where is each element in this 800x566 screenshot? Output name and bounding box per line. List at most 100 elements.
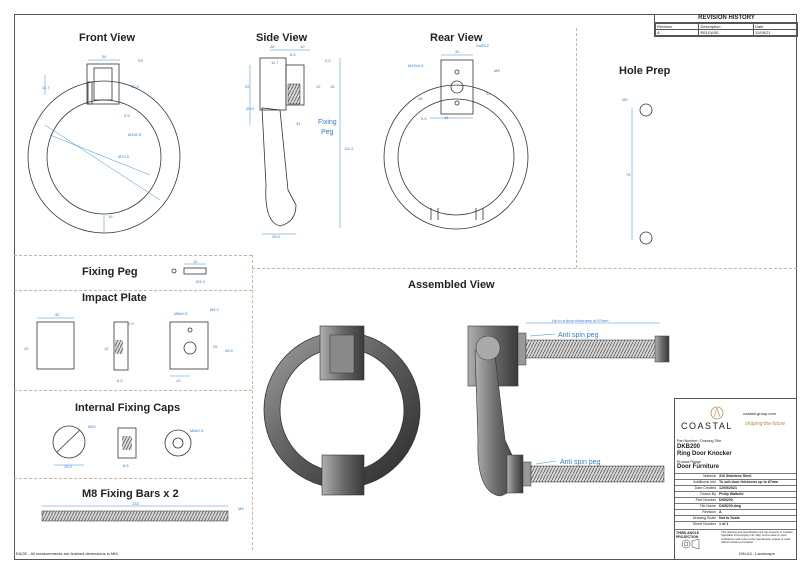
- side-dim-28: 28: [270, 44, 275, 49]
- front-dim-outer: Ø102.5: [128, 132, 142, 137]
- side-dim-05: 0.5: [325, 58, 331, 63]
- internal-caps-drawing: [52, 425, 192, 466]
- part-label: Part Number / Drawing Title: [677, 439, 722, 443]
- plate-dim-25: 25: [24, 346, 29, 351]
- hole-dim-spacing: 76: [626, 172, 631, 177]
- front-dim-05: 0.5: [124, 113, 130, 118]
- front-dim-43: 43.5: [131, 84, 140, 89]
- assembled-side: [467, 322, 670, 497]
- plate-dim-10: 10: [176, 378, 181, 383]
- tb-projection-block: THIRD ANGLE PROJECTION This drawing and …: [675, 529, 796, 560]
- disclaimer-text: This drawing and specification are the p…: [721, 530, 793, 545]
- rear-dim-28: 28: [418, 96, 423, 101]
- revision-row-desc: RELEASE: [698, 29, 754, 36]
- divider-holeprep: [576, 28, 577, 268]
- side-view-title: Side View: [256, 32, 308, 44]
- revision-row-rev: A: [654, 29, 700, 36]
- revision-table: Revision Description Date A RELEASE 12/0…: [654, 23, 799, 36]
- side-dim-34: 34: [296, 121, 301, 126]
- coastal-logo-icon: [710, 406, 724, 420]
- divider-caps: [14, 478, 252, 479]
- assembled-view-title: Assembled View: [408, 279, 495, 291]
- part-name: Ring Door Knocker: [677, 451, 732, 457]
- side-dim-117: 11.7: [271, 60, 279, 65]
- hole-dim-dia: Ø9: [622, 97, 628, 102]
- part-number: DKB200: [677, 444, 701, 450]
- side-dim-16: 16: [330, 84, 335, 89]
- impact-plate-drawing: [36, 317, 209, 377]
- peg-dim-dia: Ø3.5: [196, 279, 205, 284]
- rear-dim-22: 22: [486, 91, 491, 96]
- fixing-bars-title: M8 Fixing Bars x 2: [82, 488, 179, 500]
- rear-dim-55: 5.5: [421, 116, 427, 121]
- fixing-peg-callout-2: Peg: [321, 129, 334, 136]
- plate-dim-32dia: Ø3.2: [210, 307, 219, 312]
- plate-dim-65: 6.5: [117, 378, 123, 383]
- rear-view-drawing: [383, 54, 529, 230]
- revision-title: REVISION HISTORY: [655, 14, 798, 23]
- rear-dim-holes: 2xØ3.2: [476, 43, 490, 48]
- peg-dim-length: 12: [193, 259, 198, 264]
- brand-tagline: shaping the future: [745, 421, 786, 427]
- plate-dim-m8: M8x0.5: [174, 311, 188, 316]
- bar-dim-length: 133: [132, 501, 139, 506]
- divider-right-top: [252, 268, 797, 269]
- divider-plate: [14, 390, 252, 391]
- front-dim-inner: Ø73.5: [118, 154, 130, 159]
- cap-dim-m8: M8x0.5: [190, 428, 204, 433]
- fixing-bars-drawing: [41, 505, 229, 522]
- side-dim-254: 25.4: [272, 234, 281, 239]
- cap-dim-85: 8.5: [123, 463, 129, 468]
- internal-caps-title: Internal Fixing Caps: [75, 402, 181, 414]
- rear-dim-32: 32: [455, 49, 460, 54]
- side-dim-10: 10: [300, 44, 305, 49]
- brand-name: COASTAL: [681, 421, 733, 431]
- side-view-drawing: [249, 49, 341, 235]
- drawing-frame: [14, 14, 797, 560]
- assembled-door-thickness: Up to a door thickness of 87mm: [552, 318, 609, 323]
- product-range-label: Product Range: [677, 460, 701, 464]
- plate-dim-25b: 25: [213, 344, 218, 349]
- title-block: COASTAL coastal-group.com shaping the fu…: [674, 398, 797, 560]
- rear-dim-m10: M10x0.5: [408, 63, 424, 68]
- product-range: Door Furniture: [677, 464, 719, 470]
- projection-symbol-icon: [681, 538, 700, 550]
- front-dim-width: 34: [102, 54, 107, 59]
- front-view-title: Front View: [79, 32, 136, 44]
- bar-dim-thread: M8: [238, 506, 244, 511]
- hole-prep-title: Hole Prep: [619, 65, 671, 77]
- footer-note: E&OE - All measurements are finished dim…: [16, 551, 119, 556]
- assembled-front: [263, 325, 421, 496]
- front-dim-r2: R2: [138, 58, 144, 63]
- front-dim-height: 11.7: [42, 85, 50, 90]
- side-dim-1112: 111.2: [344, 146, 354, 151]
- front-view-drawing: [27, 59, 181, 234]
- revision-row-date: 12/05/21: [752, 29, 799, 36]
- projection-label: THIRD ANGLE PROJECTION: [676, 531, 700, 539]
- fixing-peg-drawing: [171, 263, 207, 275]
- cap-dim-15: 15.0: [64, 464, 73, 469]
- anti-spin-label-bottom: Anti spin peg: [560, 459, 601, 466]
- brand-website: coastal-group.com: [743, 411, 776, 416]
- plate-dim-05: 0.5: [128, 321, 134, 326]
- plate-dim-32: 32: [55, 312, 60, 317]
- anti-spin-label-top: Anti spin peg: [558, 332, 599, 339]
- plate-dim-265: 26.5: [225, 348, 234, 353]
- divider-left-vertical: [252, 255, 253, 550]
- divider-top-horizontal: [14, 255, 252, 256]
- impact-plate-title: Impact Plate: [82, 292, 147, 304]
- fixing-peg-callout: Fixing: [318, 119, 337, 126]
- rear-dim-m8: M8: [494, 68, 500, 73]
- side-dim-65: 6.5: [290, 52, 296, 57]
- side-dim-12: 12: [316, 84, 321, 89]
